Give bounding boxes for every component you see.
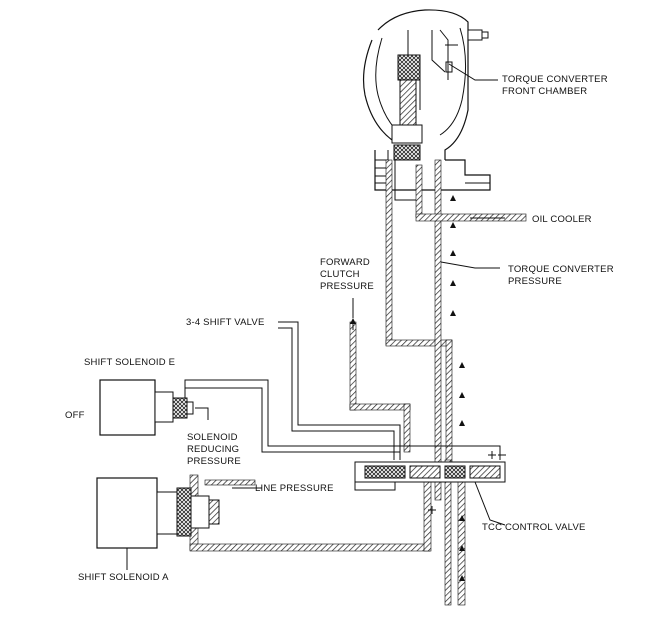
label-oil-cooler: OIL COOLER (532, 214, 592, 225)
signal-lines (184, 321, 501, 460)
label-torque-converter-pressure-2: PRESSURE (508, 276, 562, 287)
label-forward-clutch-pressure-3: PRESSURE (320, 281, 374, 292)
label-forward-clutch-pressure-1: FORWARD (320, 257, 370, 268)
torque-converter (362, 9, 491, 201)
shift-solenoid-a (96, 477, 220, 549)
label-solenoid-reducing-pressure-3: PRESSURE (187, 456, 241, 467)
label-torque-converter-pressure-1: TORQUE CONVERTER (508, 264, 614, 275)
tcc-control-valve (354, 451, 506, 514)
shift-solenoid-e (99, 379, 209, 436)
label-shift-solenoid-a: SHIFT SOLENOID A (78, 572, 169, 583)
label-solenoid-reducing-pressure-1: SOLENOID (187, 432, 238, 443)
label-solenoid-reducing-pressure-2: REDUCING (187, 444, 239, 455)
label-line-pressure: LINE PRESSURE (255, 483, 334, 494)
label-shift-solenoid-e: SHIFT SOLENOID E (84, 357, 175, 368)
label-3-4-shift-valve: 3-4 SHIFT VALVE (186, 317, 265, 328)
leader-lines (126, 63, 506, 570)
label-forward-clutch-pressure-2: CLUTCH (320, 269, 360, 280)
fluid-passages (189, 159, 527, 606)
label-torque-converter-front-chamber-1: TORQUE CONVERTER (502, 74, 608, 85)
label-torque-converter-front-chamber-2: FRONT CHAMBER (502, 86, 587, 97)
labels: TORQUE CONVERTER FRONT CHAMBER OIL COOLE… (65, 74, 614, 583)
label-off: OFF (65, 410, 85, 421)
label-tcc-control-valve: TCC CONTROL VALVE (482, 522, 586, 533)
flow-arrows (350, 195, 465, 581)
